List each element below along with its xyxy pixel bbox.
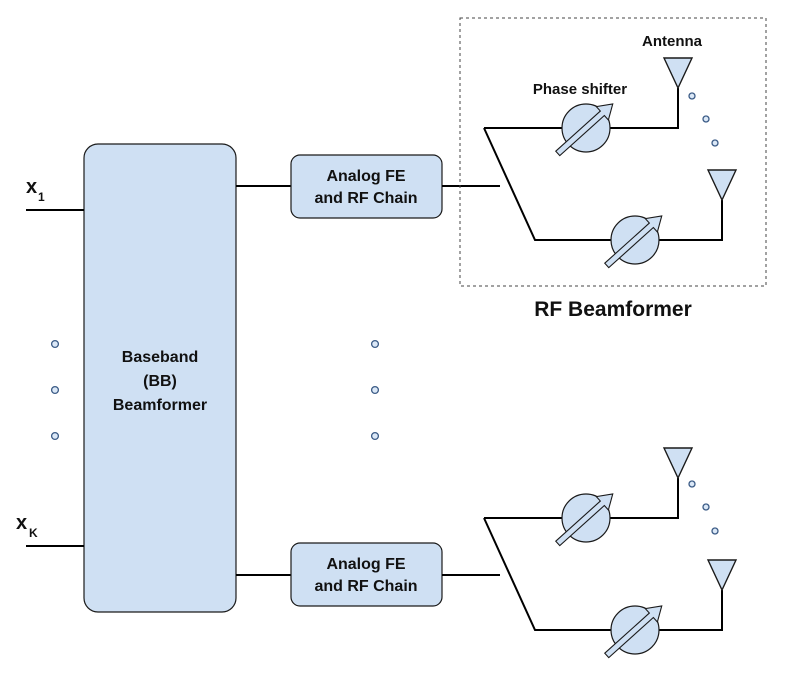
ellipsis-dot	[370, 339, 380, 349]
input-xk-label: x	[16, 512, 27, 534]
baseband-label-line2: (BB)	[143, 373, 177, 390]
ellipsis-dot	[50, 385, 60, 395]
chain-top-line2: and RF Chain	[314, 190, 417, 207]
phase-shifter-icon	[600, 208, 669, 273]
phase-shifter-icon	[600, 598, 669, 663]
top-upper-branch	[484, 88, 679, 129]
antenna-icon	[663, 57, 693, 89]
baseband-label-line1: Baseband	[122, 349, 198, 366]
antenna-ellipsis-top	[688, 92, 719, 147]
chain-bottom-line1: Analog FE	[326, 556, 405, 573]
rf-beamformer-box	[459, 17, 767, 287]
rf-beamformer-label: RF Beamformer	[534, 298, 692, 321]
antenna-icon	[663, 447, 693, 479]
ellipsis-dot	[50, 339, 60, 349]
chain-top-line1: Analog FE	[326, 168, 405, 185]
ellipsis-dot	[711, 139, 719, 147]
ellipsis-dot	[702, 115, 710, 123]
analog-fe-rf-chain-bottom	[290, 542, 443, 607]
bottom-upper-branch	[484, 478, 679, 519]
phase-shifter-icon	[551, 486, 620, 551]
ellipsis-dot	[50, 431, 60, 441]
ellipsis-dot	[370, 431, 380, 441]
input-x1-label: x	[26, 176, 37, 198]
phase-shifter-icon	[551, 96, 620, 161]
baseband-label-line3: Beamformer	[113, 397, 207, 414]
ellipsis-dot	[688, 92, 696, 100]
chain-ellipsis	[370, 339, 380, 441]
input-ellipsis	[50, 339, 60, 441]
antenna-label: Antenna	[642, 33, 703, 50]
antenna-icon	[707, 559, 737, 591]
phase-shifter-label: Phase shifter	[533, 81, 627, 98]
ellipsis-dot	[702, 503, 710, 511]
input-x1-subscript: 1	[38, 190, 45, 204]
input-xk-subscript: K	[29, 526, 38, 540]
antenna-ellipsis-bottom	[688, 480, 719, 535]
ellipsis-dot	[711, 527, 719, 535]
analog-fe-rf-chain-top	[290, 154, 443, 219]
antenna-icon	[707, 169, 737, 201]
ellipsis-dot	[370, 385, 380, 395]
baseband-beamformer-block	[83, 143, 237, 613]
ellipsis-dot	[688, 480, 696, 488]
chain-bottom-line2: and RF Chain	[314, 578, 417, 595]
